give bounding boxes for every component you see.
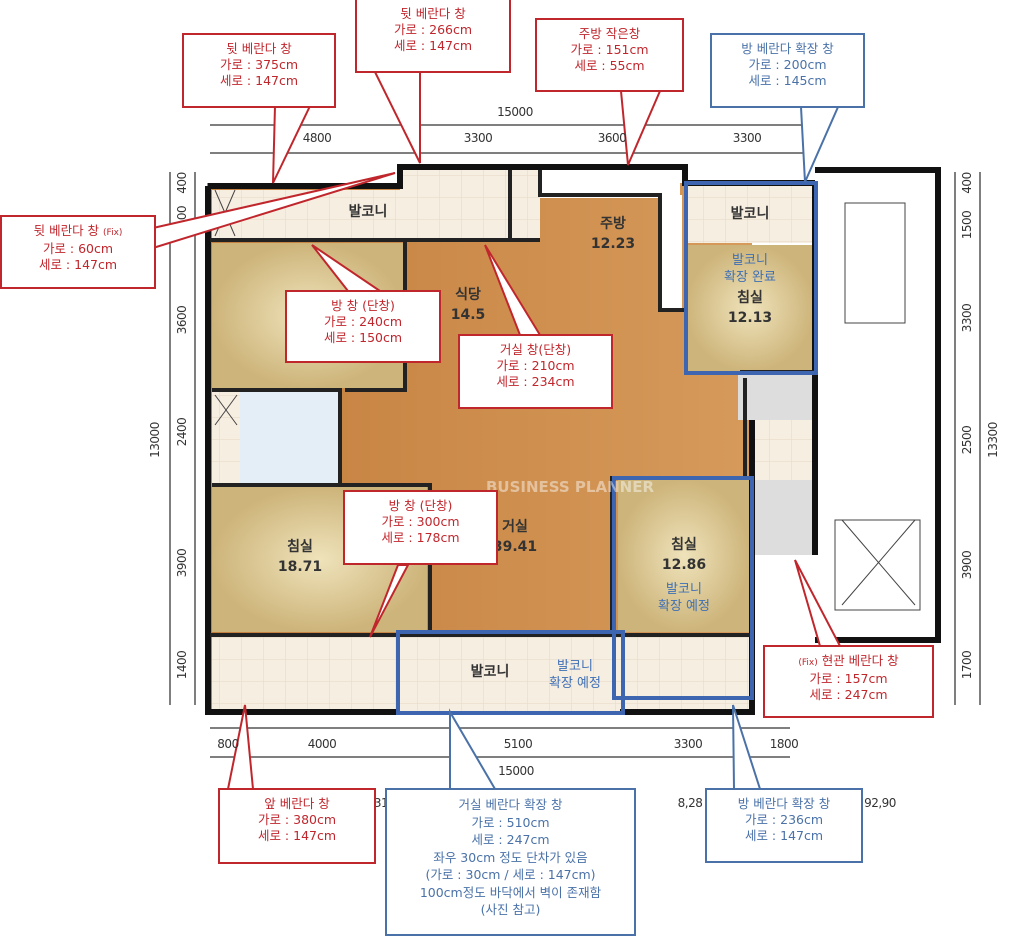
dim-top: 3300 — [463, 131, 493, 145]
bedroom-se — [618, 480, 750, 632]
dim-left-total: 13000 — [148, 422, 162, 458]
dim-bottom: 800 — [217, 737, 239, 751]
dim-bottom: 4000 — [307, 737, 337, 751]
dim-right-total: 13300 — [986, 422, 1000, 458]
balcony-rear — [212, 170, 540, 238]
dim-left: 00 — [175, 205, 189, 221]
bedroom-ne — [686, 245, 814, 372]
dim-right: 3300 — [960, 303, 974, 333]
area-fragment: 92,90 — [864, 796, 896, 810]
dim-right: 2500 — [960, 425, 974, 455]
dim-bottom: 1800 — [769, 737, 799, 751]
dimension-lines — [169, 124, 981, 758]
bathroom — [240, 392, 340, 484]
dim-left: 3900 — [175, 548, 189, 578]
dim-top: 4800 — [302, 131, 332, 145]
expansion-highlights — [396, 181, 818, 715]
dim-right: 1700 — [960, 650, 974, 680]
dim-top: 3600 — [597, 131, 627, 145]
dim-left: 3600 — [175, 305, 189, 335]
dim-bottom-total: 15000 — [498, 764, 534, 778]
dim-top-total: 15000 — [497, 105, 533, 119]
stairwell — [816, 170, 938, 640]
dim-right: 1500 — [960, 210, 974, 240]
room-balcony-rear: 발코니 — [348, 204, 388, 220]
area-fragment: 8,28 — [677, 796, 703, 810]
watermark: BUSINESS PLANNER — [485, 478, 655, 496]
dim-right: 400 — [960, 172, 974, 194]
room-balcony-right: 발코니 — [730, 206, 770, 222]
dim-left: 2400 — [175, 417, 189, 447]
area-fragment: 31 — [373, 796, 389, 810]
dim-right: 3900 — [960, 550, 974, 580]
dim-left: 1400 — [175, 650, 189, 680]
dim-left: 400 — [175, 172, 189, 194]
dim-bottom: 5100 — [503, 737, 533, 751]
room-balcony-front: 발코니 — [470, 664, 510, 680]
dim-top: 3300 — [732, 131, 762, 145]
dim-bottom: 3300 — [673, 737, 703, 751]
